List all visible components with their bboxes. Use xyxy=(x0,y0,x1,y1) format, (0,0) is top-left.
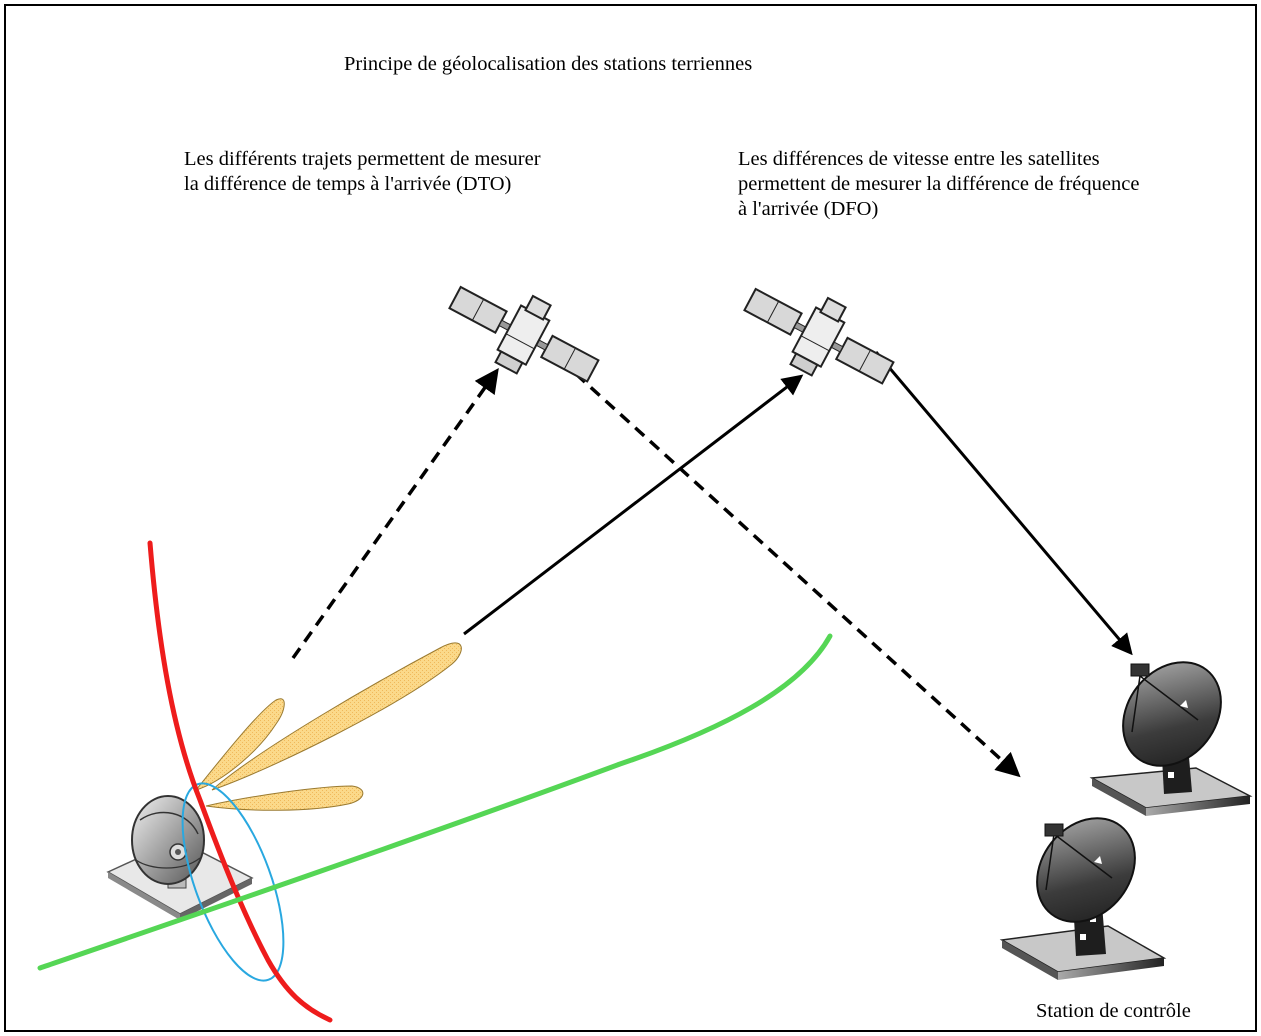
station-label: Station de contrôle xyxy=(1036,1000,1191,1022)
side-lobe-upper xyxy=(194,698,285,791)
dfo-caption-line: permettent de mesurer la différence de f… xyxy=(738,173,1140,195)
satellite-icon xyxy=(448,285,600,383)
dto-caption-line: Les différents trajets permettent de mes… xyxy=(184,148,541,170)
dashed-uplink-arrow xyxy=(291,368,499,660)
dfo-caption-line: à l'arrivée (DFO) xyxy=(738,198,879,220)
dashed-downlink-arrow xyxy=(574,372,1021,778)
diagram-title: Principe de géolocalisation des stations… xyxy=(344,53,753,75)
solid-downlink-arrow xyxy=(874,351,1133,656)
antenna-beams xyxy=(194,642,462,811)
dto-caption: Les différents trajets permettent de mes… xyxy=(184,147,541,197)
intersection-ellipse xyxy=(181,782,285,982)
dfo-caption: Les différences de vitesse entre les sat… xyxy=(738,147,1139,222)
antenna-dish-icon xyxy=(999,817,1167,980)
dto-caption-line: la différence de temps à l'arrivée (DTO) xyxy=(184,173,512,195)
satellite-icon xyxy=(743,287,895,385)
dfo-caption-line: Les différences de vitesse entre les sat… xyxy=(738,148,1100,170)
solid-uplink-arrow xyxy=(463,374,804,636)
tdoa-curve xyxy=(147,540,333,1023)
antenna-dish-icon xyxy=(1089,661,1253,816)
side-lobe-lower xyxy=(205,785,364,811)
fdoa-curve xyxy=(37,633,833,971)
main-lobe xyxy=(211,642,462,791)
